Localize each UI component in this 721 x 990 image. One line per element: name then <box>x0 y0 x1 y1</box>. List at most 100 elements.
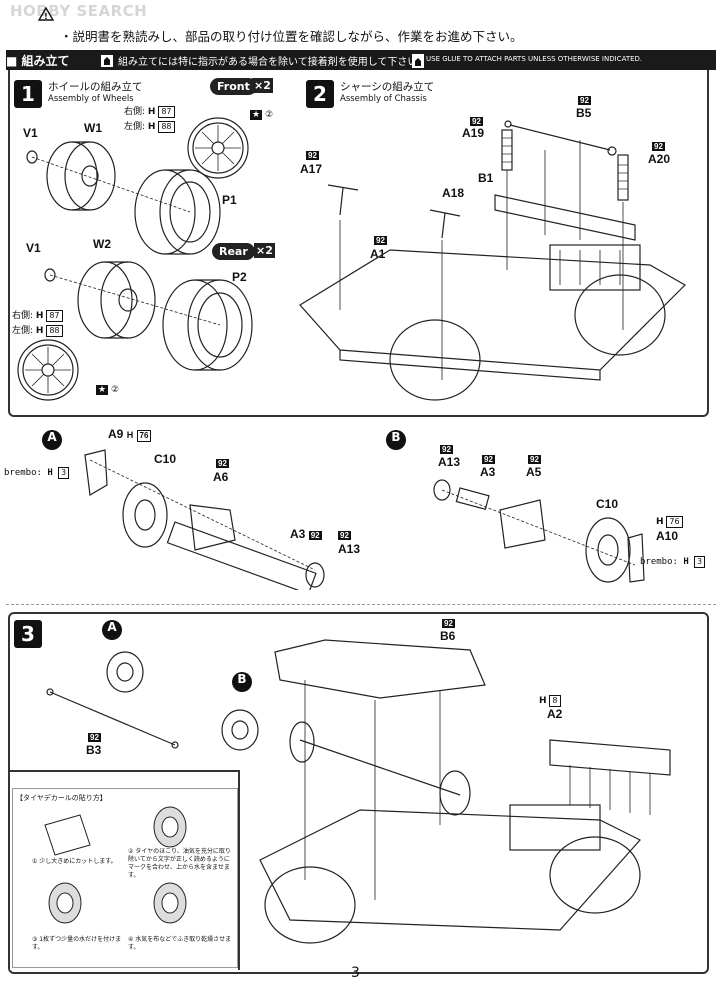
star-decal-icon: ★ <box>96 385 109 395</box>
tag-92-a5: 92 <box>528 455 541 464</box>
h76-box: 76 <box>666 516 683 528</box>
glue-note-en: USE GLUE TO ATTACH PARTS UNLESS OTHERWIS… <box>426 55 643 63</box>
tag-92-a3-b: 92 <box>482 455 495 464</box>
step-3-panel <box>8 612 709 974</box>
step-3-number: 3 <box>14 620 42 648</box>
part-a2-h8: H 8 <box>539 695 561 707</box>
tag-92-a13-a: 92 <box>338 531 351 540</box>
steps-1-2-panel <box>8 70 709 417</box>
h87-box: 87 <box>158 106 175 118</box>
sub-a-label: A <box>42 430 62 450</box>
h-label: H <box>126 430 134 440</box>
section-divider <box>6 604 716 605</box>
step-2-number: 2 <box>306 80 334 108</box>
h3-box: 3 <box>694 556 706 568</box>
final-chassis-drawing <box>46 639 671 944</box>
h-label: H <box>147 122 156 132</box>
tag-92-a6: 92 <box>216 459 229 468</box>
front-right-side: 右側: H 87 <box>124 104 175 118</box>
rear-badge: Rear <box>212 243 255 260</box>
tag-92: 92 <box>308 531 322 540</box>
page-number: 3 <box>351 965 360 981</box>
tag-92-b3: 92 <box>88 733 101 742</box>
h-label: H <box>683 557 689 567</box>
glue-icon <box>100 53 114 72</box>
tag-92-a20: 92 <box>652 142 665 151</box>
part-p1: P1 <box>222 193 237 207</box>
tire-step-4: ④ 水気を布などでふき取り乾燥させます。 <box>128 936 232 951</box>
part-a2: A2 <box>547 707 563 721</box>
watermark: HOBBY SEARCH <box>10 2 148 20</box>
part-a3-b: A3 <box>480 465 496 479</box>
decal-number: ② <box>110 385 120 395</box>
chassis-assembly-drawing <box>299 120 686 401</box>
right-side-label: 右側: <box>12 311 34 321</box>
step-2-title: シャーシの組み立て <box>340 81 435 93</box>
part-b1: B1 <box>478 171 494 185</box>
part-a5: A5 <box>526 465 542 479</box>
sub-b-label: B <box>386 430 406 450</box>
brembo-label: brembo: <box>640 557 678 567</box>
step-1-number: 1 <box>14 80 42 108</box>
right-side-label: 右側: <box>124 107 146 117</box>
part-b3: B3 <box>86 743 102 757</box>
glue-note-jp: 組み立てには特に指示がある場合を除いて接着剤を使用して下さい。 <box>118 57 428 68</box>
part-p2: P2 <box>232 270 247 284</box>
h-label: H <box>47 468 53 478</box>
decal-number: ② <box>264 110 274 120</box>
tire-decal-illustrations <box>44 806 187 924</box>
tag-92-a13-b: 92 <box>440 445 453 454</box>
brembo-label: brembo: <box>4 468 42 478</box>
h88-box: 88 <box>158 121 175 133</box>
h87-box: 87 <box>46 310 63 322</box>
tag-92-a1: 92 <box>374 236 387 245</box>
a9-label: A9 <box>108 427 124 441</box>
warning-icon: ! <box>37 6 55 25</box>
h-label: H <box>35 326 44 336</box>
brembo-a: brembo: H 3 <box>4 467 70 479</box>
h-label: H <box>35 311 44 321</box>
part-a1: A1 <box>370 247 386 261</box>
step-2-subtitle: Assembly of Chassis <box>340 94 427 104</box>
part-c10-a: C10 <box>154 452 177 466</box>
step-3-sub-b: B <box>232 672 252 692</box>
tire-step-2: ② タイヤのほこり、油気を充分に取り除いてから文字が正しく読めるようにマークを合… <box>128 848 231 879</box>
tire-decal-inner <box>12 788 238 968</box>
front-decal-mark: ★ ② <box>250 110 273 120</box>
part-a6: A6 <box>213 470 229 484</box>
brembo-b: brembo: H 3 <box>640 556 706 568</box>
part-a13-a: A13 <box>338 542 361 556</box>
tag-92-a17: 92 <box>306 151 319 160</box>
assembly-header-title: ■ 組み立て <box>6 54 70 68</box>
part-a3-a: A3 92 <box>290 527 322 541</box>
tire-decal-box <box>10 770 240 970</box>
part-v1-front: V1 <box>23 126 38 140</box>
part-a10-h76: H 76 <box>656 516 683 528</box>
step-1-title: ホイールの組み立て <box>48 81 143 93</box>
h3-box: 3 <box>58 467 70 479</box>
svg-text:!: ! <box>44 12 48 21</box>
part-a18: A18 <box>442 186 465 200</box>
part-v1-rear: V1 <box>26 241 41 255</box>
part-b6: B6 <box>440 629 456 643</box>
assembly-header <box>6 50 716 70</box>
part-b5: B5 <box>576 106 592 120</box>
step-1-subtitle: Assembly of Wheels <box>48 94 134 104</box>
h-label: H <box>539 696 547 706</box>
tire-step-1: ① 少し大きめにカットします。 <box>32 858 117 865</box>
star-decal-icon: ★ <box>250 110 263 120</box>
no-glue-icon <box>412 53 424 72</box>
part-a10: A10 <box>656 529 679 543</box>
h8-box: 8 <box>549 695 561 707</box>
sub-a-drawing <box>84 449 325 590</box>
front-badge: Front <box>210 78 257 95</box>
part-a13-b: A13 <box>438 455 461 469</box>
h-label: H <box>147 107 156 117</box>
tag-92-b5: 92 <box>578 96 591 105</box>
left-side-label: 左側: <box>12 326 34 336</box>
part-w2: W2 <box>93 237 111 251</box>
part-a17: A17 <box>300 162 323 176</box>
rear-right-side: 右側: H 87 <box>12 308 63 322</box>
rear-left-side: 左側: H 88 <box>12 323 63 337</box>
intro-note: ・説明書を熟読みし、部品の取り付け位置を確認しながら、作業をお進め下さい。 <box>60 29 523 44</box>
